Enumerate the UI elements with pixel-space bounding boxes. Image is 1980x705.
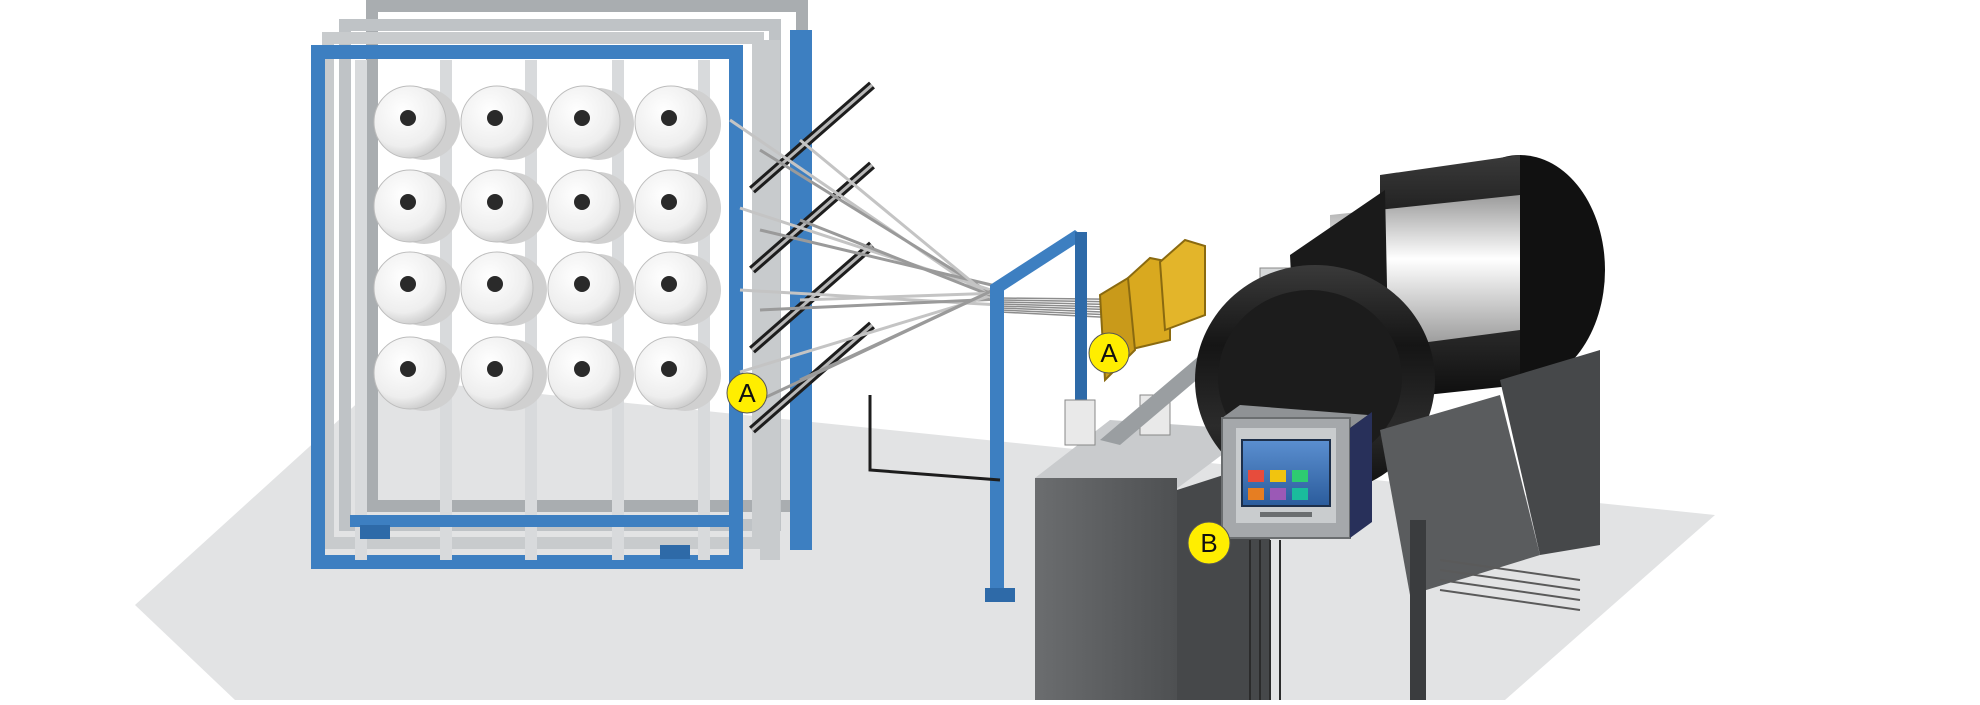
bobbin-icon [460,336,547,411]
callout-b-panel-label: B [1200,528,1217,558]
touchscreen-icon [1221,405,1372,539]
yarn-thread [799,218,1001,301]
warp-beam-icon [1195,155,1605,700]
bobbin-icon [634,251,721,326]
yarn-thread [759,297,1001,312]
callout-a-comb-label: A [1100,338,1118,368]
bobbin-icon [460,85,547,160]
machine-cables [1249,540,1581,700]
bobbin-icon [373,336,460,411]
callout-a-creel: A [726,372,768,414]
yarn-thread [729,118,1001,307]
yarn-thread [799,138,1001,307]
yarn-thread [759,228,1001,289]
yarn-threads [729,118,1181,402]
bobbin-icon [547,85,634,160]
bobbin-icon [547,169,634,244]
callout-b-panel: B [1187,521,1231,565]
bobbin-icon [373,169,460,244]
yarn-thread [799,291,1001,302]
yarn-thread [799,285,1001,382]
bobbin-icon [460,169,547,244]
bobbin-grid [373,85,721,411]
bobbin-icon [634,336,721,411]
bobbin-icon [373,85,460,160]
yarn-thread [739,206,1001,295]
yarn-guide-frame [868,230,1087,602]
bobbin-icon [547,336,634,411]
callout-a-creel-label: A [738,378,756,408]
bobbin-icon [547,251,634,326]
bobbin-icon [373,251,460,326]
bobbin-icon [634,169,721,244]
yarn-thread [759,148,1001,301]
bobbin-icon [460,251,547,326]
bobbin-icon [634,85,721,160]
tension-rails [749,81,875,434]
callout-a-comb: A [1088,332,1130,374]
